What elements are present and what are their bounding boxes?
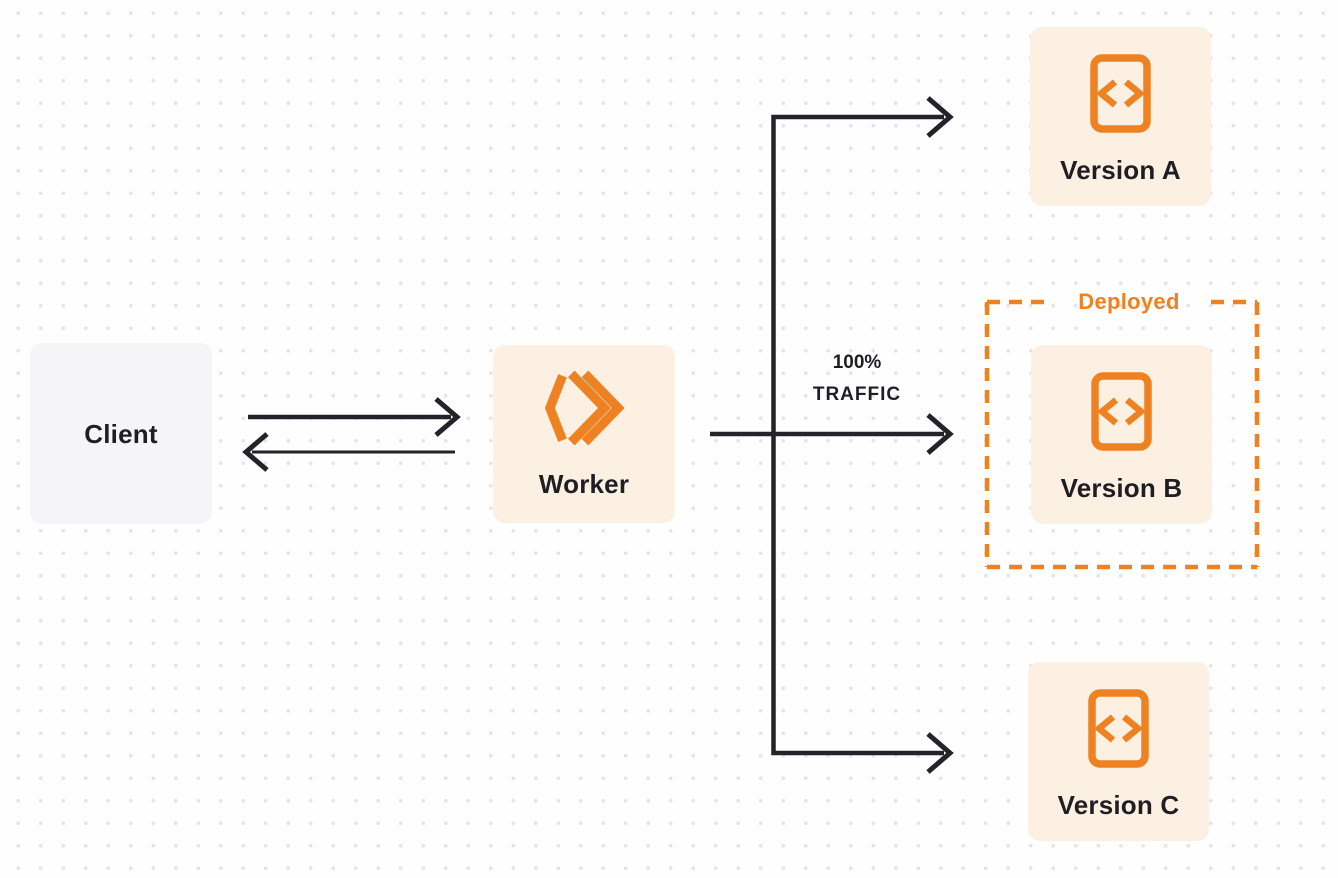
traffic-percent-label: 100% xyxy=(832,352,882,373)
branch-trunk-line xyxy=(771,114,944,756)
version-b-node: Version B xyxy=(1031,345,1212,524)
client-label: Client xyxy=(84,418,158,449)
code-file-icon xyxy=(1091,372,1152,451)
arrowhead-icon xyxy=(434,397,461,437)
deployed-badge: Deployed xyxy=(1078,289,1180,314)
client-node: Client xyxy=(30,343,212,524)
arrowhead-to-version-a-icon xyxy=(926,96,954,138)
version-c-node: Version C xyxy=(1028,662,1209,841)
arrowhead-icon xyxy=(242,432,269,472)
version-c-label: Version C xyxy=(1057,790,1180,820)
version-a-node: Version A xyxy=(1030,27,1211,206)
code-file-icon xyxy=(1090,54,1151,133)
worker-node: Worker xyxy=(493,345,675,523)
arrow-client-to-worker xyxy=(248,397,461,437)
worker-label: Worker xyxy=(538,469,630,499)
arrowhead-to-version-c-icon xyxy=(926,732,954,774)
workers-logo-icon xyxy=(544,370,624,446)
arrowhead-to-version-b-icon xyxy=(926,413,954,455)
arrow-worker-to-client xyxy=(242,432,455,472)
traffic-word-label: TRAFFIC xyxy=(812,384,902,405)
version-a-label: Version A xyxy=(1060,155,1181,185)
code-file-icon xyxy=(1088,689,1149,768)
version-b-label: Version B xyxy=(1060,473,1183,503)
traffic-annotation: 100% TRAFFIC xyxy=(757,351,957,407)
